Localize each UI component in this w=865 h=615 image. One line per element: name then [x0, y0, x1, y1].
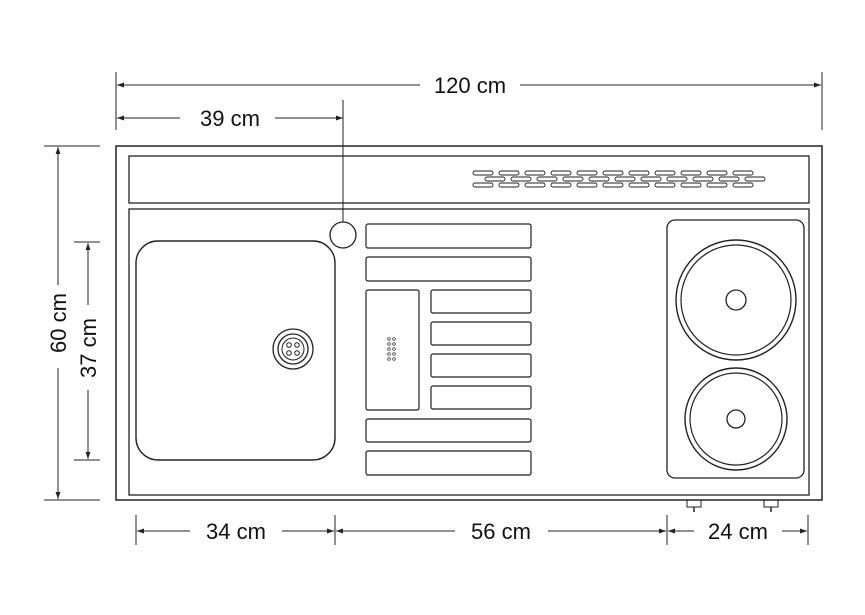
vent-slot: [680, 170, 702, 176]
dimension-bottom-row: 34 cm 56 cm 24 cm: [135, 515, 809, 545]
perforation-dot: [392, 352, 396, 356]
total-width-label: 120 cm: [434, 73, 506, 98]
vent-slot: [602, 170, 624, 176]
vent-slot: [576, 182, 598, 188]
vent-slot: [614, 176, 636, 182]
vent-slot: [550, 182, 572, 188]
perforation-dot: [392, 342, 396, 346]
tap-hole: [329, 221, 357, 249]
vent-slot: [524, 182, 546, 188]
sink-width-label: 34 cm: [206, 519, 266, 544]
perforation-dot: [387, 337, 391, 341]
sink-depth-label: 37 cm: [76, 318, 101, 378]
perforation-dot: [387, 357, 391, 361]
vent-slot: [510, 176, 532, 182]
vent-slot: [732, 182, 754, 188]
perforation-dots: [387, 337, 396, 361]
dimension-total-width: 120 cm: [115, 72, 823, 130]
vent-slot: [576, 170, 598, 176]
vent-slot: [498, 170, 520, 176]
vent-slot: [666, 176, 688, 182]
vent-slot: [524, 170, 546, 176]
knob-icon: [686, 499, 702, 512]
worktop-surface: [128, 208, 810, 496]
perforation-dot: [392, 337, 396, 341]
vent-slot: [588, 176, 610, 182]
vent-slot: [498, 182, 520, 188]
perforation-dot: [392, 347, 396, 351]
kitchenette-unit: [115, 145, 823, 512]
vent-slot: [706, 170, 728, 176]
dimension-total-depth: 60 cm: [44, 145, 100, 501]
vent-slot: [472, 170, 494, 176]
vent-slot: [550, 170, 572, 176]
drain-icon: [272, 328, 314, 370]
perforation-dot: [392, 357, 396, 361]
middle-width-label: 56 cm: [471, 519, 531, 544]
vent-slot: [484, 176, 506, 182]
vent-slot: [472, 182, 494, 188]
vent-slot: [706, 182, 728, 188]
vent-slot: [732, 170, 754, 176]
hob-panel: [666, 219, 805, 479]
perforation-dot: [387, 352, 391, 356]
vent-slot: [562, 176, 584, 182]
vent-slot: [536, 176, 558, 182]
dimension-sink-depth: 37 cm: [74, 241, 101, 461]
hotplate-rear: [675, 239, 797, 361]
knob-icon: [763, 499, 779, 512]
vent-slot: [680, 182, 702, 188]
vent-slot: [744, 176, 766, 182]
ventilation-grille: [472, 170, 766, 188]
vent-slot: [602, 182, 624, 188]
vent-slot: [628, 170, 650, 176]
vent-slot: [718, 176, 740, 182]
total-depth-label: 60 cm: [46, 293, 71, 353]
sink-offset-label: 39 cm: [200, 106, 260, 131]
vent-slot: [654, 182, 676, 188]
drainer-board: [365, 223, 532, 476]
vent-slot: [692, 176, 714, 182]
hotplate-front: [684, 367, 788, 471]
perforation-dot: [387, 347, 391, 351]
dimension-sink-offset: 39 cm: [117, 100, 344, 222]
perforation-dot: [387, 342, 391, 346]
worktop-outline: [115, 145, 823, 501]
vent-slot: [654, 170, 676, 176]
sink-basin: [135, 240, 336, 461]
back-panel: [128, 155, 810, 204]
hob-width-label: 24 cm: [708, 519, 768, 544]
vent-slot: [640, 176, 662, 182]
vent-slot: [628, 182, 650, 188]
